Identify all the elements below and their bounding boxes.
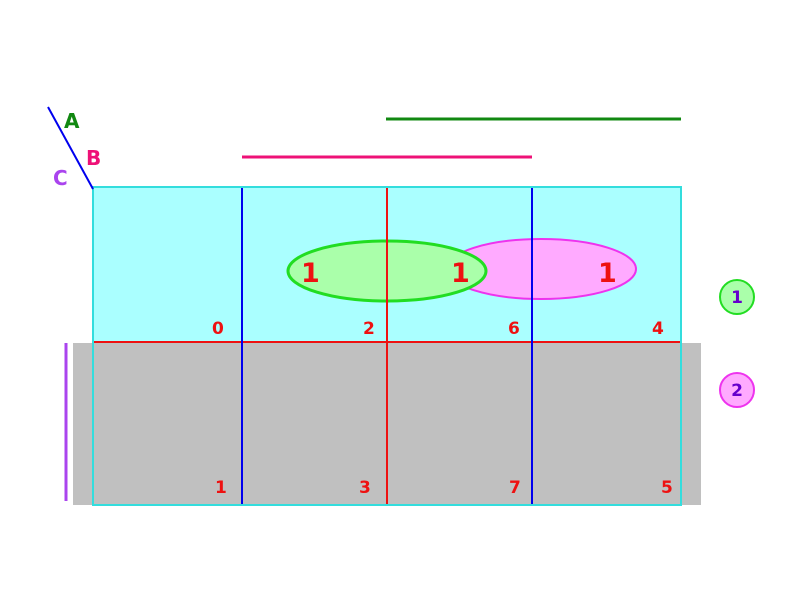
cell-index: 0: [212, 319, 224, 339]
cell-value: 1: [301, 258, 320, 289]
map-frame: [92, 186, 682, 506]
cell-index: 1: [215, 478, 227, 498]
group-2-legend-label: 2: [731, 381, 743, 401]
cell-index: 3: [359, 478, 371, 498]
cell-index: 2: [363, 319, 375, 339]
cell-index: 6: [508, 319, 520, 339]
cell-value: 1: [598, 258, 617, 289]
cell-index: 7: [509, 478, 521, 498]
cell-index: 4: [652, 319, 664, 339]
cell-index: 5: [661, 478, 673, 498]
variable-c-label: C: [53, 166, 68, 190]
group-1-legend-circle: [719, 279, 755, 315]
corner-diagonal: [47, 106, 94, 190]
cell-value: 1: [451, 258, 470, 289]
group-1-legend-label: 1: [731, 288, 743, 308]
group-2-legend-circle: [719, 372, 755, 408]
variable-a-label: A: [64, 109, 80, 133]
variable-b-label: B: [86, 146, 101, 170]
